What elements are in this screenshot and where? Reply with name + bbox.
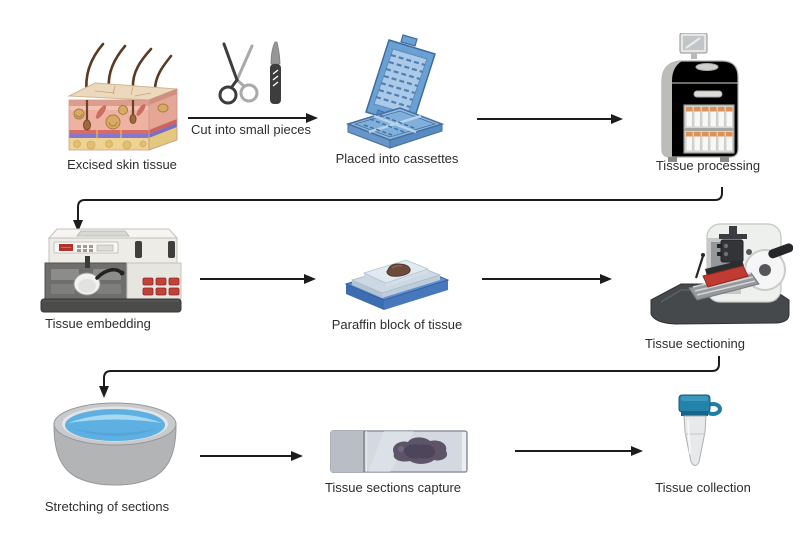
step-label-stretching-of-sections: Stretching of sections <box>44 499 170 514</box>
arrow-sectioning-to-stretching <box>99 356 720 398</box>
step-label-tissue-sections-capture: Tissue sections capture <box>324 480 462 495</box>
microtome-illustration <box>650 223 793 325</box>
embedding-station-illustration <box>40 228 182 313</box>
step-label-tissue-embedding: Tissue embedding <box>45 316 151 331</box>
step-label-paraffin-block: Paraffin block of tissue <box>331 317 463 332</box>
step-label-tissue-sectioning: Tissue sectioning <box>645 336 745 351</box>
arrow-label-cut-into-small-pieces: Cut into small pieces <box>191 122 311 137</box>
scissors-icon <box>218 42 259 105</box>
step-label-excised-skin-tissue: Excised skin tissue <box>67 157 177 172</box>
step-label-tissue-processing: Tissue processing <box>655 158 761 173</box>
scalpel-icon <box>270 41 281 104</box>
tissue-cassette-illustration <box>345 34 445 149</box>
microscope-slide-illustration <box>330 430 468 473</box>
water-bath-illustration <box>53 402 177 486</box>
arrow-processing-to-embedding <box>73 187 723 232</box>
microtube-illustration <box>678 394 722 466</box>
step-label-placed-into-cassettes: Placed into cassettes <box>335 151 459 166</box>
tissue-processor-illustration <box>661 33 739 162</box>
skin-block-illustration <box>67 42 178 151</box>
cutting-tools-illustration <box>218 41 281 105</box>
step-label-tissue-collection: Tissue collection <box>655 480 751 495</box>
paraffin-block-illustration <box>344 259 450 310</box>
